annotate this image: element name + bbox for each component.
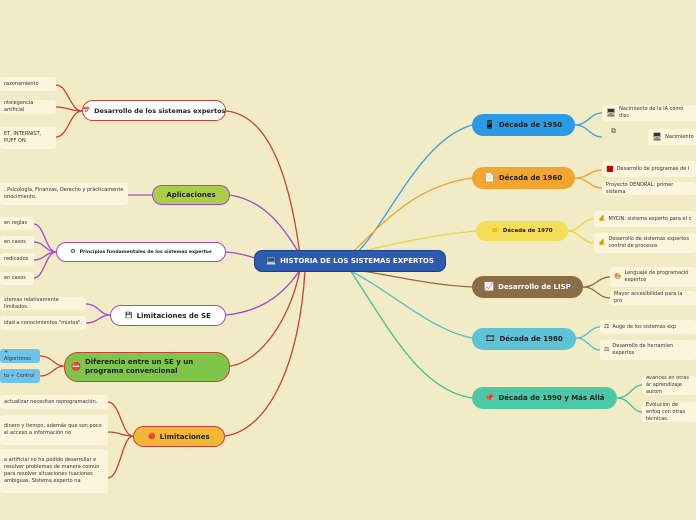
scale-icon: ⚖ xyxy=(604,323,610,330)
external-link-icon[interactable]: ⧉ xyxy=(611,127,616,135)
leaf-d1990-1[interactable]: Avances en otras ár aprendizaje autom xyxy=(642,376,696,395)
leaf-limitaciones-se-1[interactable]: stemas relativamente limitados. xyxy=(0,297,86,310)
branch-d1950-label: Década de 1950 xyxy=(498,121,563,129)
leaf-principios-3[interactable]: redicados xyxy=(0,253,34,266)
money-bag-icon: 💰 xyxy=(598,215,606,222)
leaf-limitaciones-1[interactable]: actualizar necesitan reprogramación. xyxy=(0,395,108,409)
document-icon: 📄 xyxy=(484,173,495,182)
branch-d1970-label: Década de 1970 xyxy=(502,228,553,234)
branch-d1980[interactable]: 🎞 Década de 1980 xyxy=(472,328,576,350)
link-principios xyxy=(225,251,256,259)
branch-d1950[interactable]: 📱 Década de 1950 xyxy=(472,114,575,136)
link-diferencia xyxy=(229,269,301,367)
branch-lisp-label: Desarrollo de LISP xyxy=(498,283,571,291)
leaf-diferencia-1[interactable]: + Algoritmos xyxy=(0,349,40,363)
leaf-principios-2[interactable]: en casos xyxy=(0,236,34,249)
branch-desarrollo-label: Desarrollo de los sistemas expertos xyxy=(94,106,226,115)
leaf-d1970-1[interactable]: 💰 MYCIN: sistema experto para el c xyxy=(594,211,696,227)
branch-limitaciones-se-label: Limitaciones de SE xyxy=(136,311,211,320)
branch-d1970[interactable]: 🤝 Década de 1970 xyxy=(476,221,568,241)
leaf-diferencia-2[interactable]: to + Control xyxy=(0,369,40,383)
leaf-d1950-2[interactable]: 🖥 Nacimiento xyxy=(648,129,696,145)
calendar-icon: 📅 xyxy=(82,106,91,114)
leaf-d1960-1[interactable]: ■ Desarrollo de programas de l xyxy=(602,161,696,177)
branch-lisp[interactable]: 📈 Desarrollo de LISP xyxy=(472,276,583,298)
leaf-d1960-2[interactable]: Proyecto DENDRAL: primer sistema xyxy=(602,182,696,195)
monitor-icon: 🖥 xyxy=(606,108,617,117)
leaf-d1980-2[interactable]: ⚖ Desarrollo de herramien expertos xyxy=(600,340,696,360)
branch-limitaciones-label: Limitaciones xyxy=(159,432,210,441)
leaf-limitaciones-se-2[interactable]: idad a conocimientos "mixtos". xyxy=(0,316,86,330)
leaf-limitaciones-2[interactable]: dinero y tiempo, además que son poco el … xyxy=(0,415,108,445)
central-topic[interactable]: 💻 HISTORIA DE LOS SISTEMAS EXPERTOS xyxy=(254,250,446,272)
branch-d1960[interactable]: 📄 Década de 1960 xyxy=(472,167,575,189)
floppy-icon: 💾 xyxy=(125,311,133,319)
branch-limitaciones[interactable]: 🔴 Limitaciones xyxy=(133,426,225,447)
link-desarrollo xyxy=(225,110,301,256)
link-d1960 xyxy=(349,177,473,256)
link-limitaciones-se xyxy=(225,269,301,316)
leaf-desarrollo-1[interactable]: razonamiento xyxy=(0,77,56,91)
branch-principios[interactable]: ⚙ Principios fundamentales de los sistem… xyxy=(56,242,226,262)
leaf-lisp-2[interactable]: Mayor accesibilidad para la pro xyxy=(610,291,696,305)
pin-icon: 📌 xyxy=(484,393,495,402)
branch-desarrollo[interactable]: 📅 Desarrollo de los sistemas expertos xyxy=(82,100,226,121)
leaf-limitaciones-3[interactable]: a artificial no ha podido desarrollar e … xyxy=(0,449,108,493)
branch-aplicaciones[interactable]: Aplicaciones xyxy=(152,185,230,205)
branch-diferencia-label: Diferencia entre un SE y un programa con… xyxy=(84,358,194,375)
branch-principios-label: Principios fundamentales de los sistemas… xyxy=(79,249,212,255)
phone-icon: 📱 xyxy=(484,120,495,129)
film-icon: 🎞 xyxy=(485,334,496,343)
branch-d1990[interactable]: 📌 Década de 1990 y Más Allá xyxy=(472,387,617,409)
leaf-d1990-2[interactable]: Evolución de enfoq con otras técnicas. xyxy=(642,402,696,422)
scale-icon: ⚖ xyxy=(604,346,610,353)
link-limitaciones xyxy=(224,269,306,437)
leaf-d1970-2[interactable]: 💰 Desarrollo de sistemas expertos contro… xyxy=(594,233,696,253)
link-aplicaciones xyxy=(229,194,301,256)
branch-aplicaciones-label: Aplicaciones xyxy=(166,191,216,199)
leaf-desarrollo-3[interactable]: ET, INTERNIST, PUFF ON xyxy=(0,127,56,149)
leaf-principios-4[interactable]: en casos xyxy=(0,272,34,285)
leaf-d1950-1[interactable]: 🖥 Nacimiento de la IA como disc xyxy=(602,105,696,121)
monitor-icon: 🖥 xyxy=(652,132,663,141)
branch-d1960-label: Década de 1960 xyxy=(498,174,563,182)
leaf-lisp-1[interactable]: 🎨 Lenguaje de programació expertos xyxy=(610,267,696,287)
no-entry-icon: ⛔ xyxy=(71,362,81,371)
leaf-d1980-1[interactable]: ⚖ Auge de los sistemas exp xyxy=(600,320,696,334)
chart-icon: 📈 xyxy=(484,282,495,291)
branch-d1980-label: Década de 1980 xyxy=(499,335,563,343)
red-circle-icon: 🔴 xyxy=(148,432,156,440)
branch-d1990-label: Década de 1990 y Más Allá xyxy=(498,394,605,402)
central-topic-label: HISTORIA DE LOS SISTEMAS EXPERTOS xyxy=(280,257,434,265)
palette-icon: 🎨 xyxy=(614,273,622,280)
link-d1950 xyxy=(354,124,473,256)
gear-icon: ⚙ xyxy=(70,248,76,255)
leaf-desarrollo-2[interactable]: ntelegencia artificial xyxy=(0,100,56,114)
branch-diferencia[interactable]: ⛔ Diferencia entre un SE y un programa c… xyxy=(64,352,230,382)
red-square-icon: ■ xyxy=(606,164,614,173)
leaf-aplicaciones-1[interactable]: . Psicología, Finanzas, Derecho y prácti… xyxy=(0,183,128,205)
laptop-icon: 💻 xyxy=(266,256,277,265)
money-bag-icon: 💰 xyxy=(598,239,606,246)
handshake-icon: 🤝 xyxy=(491,227,499,234)
link-d1980 xyxy=(344,267,473,339)
leaf-principios-1[interactable]: en reglas xyxy=(0,217,34,230)
branch-limitaciones-se[interactable]: 💾 Limitaciones de SE xyxy=(110,305,226,326)
link-d1990 xyxy=(349,269,473,399)
